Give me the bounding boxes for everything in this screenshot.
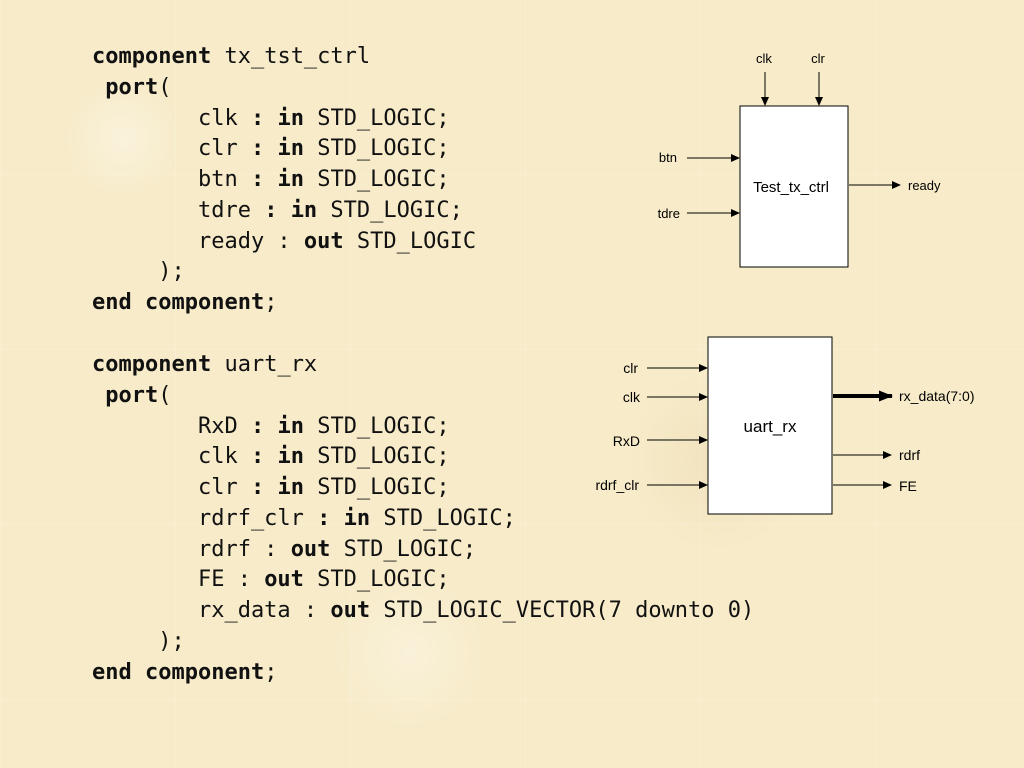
code-keyword: in — [277, 413, 304, 439]
code-line: RxD : in STD_LOGIC; — [92, 412, 754, 443]
code-keyword: out — [290, 536, 331, 562]
code-text: STD_LOGIC_VECTOR(7 downto 0) — [370, 598, 755, 623]
code-keyword: end component — [92, 659, 265, 685]
tx-ctrl-block-label: Test_tx_ctrl — [753, 179, 829, 196]
code-keyword: end component — [92, 290, 265, 315]
rx-data-port-label: rx_data(7:0) — [899, 388, 974, 404]
code-line: end component; — [92, 288, 476, 319]
code-line: component tx_tst_ctrl — [92, 42, 476, 73]
code-text: ; — [264, 290, 278, 315]
code-text: tx_tst_ctrl — [211, 44, 371, 69]
code-text: clr — [92, 136, 251, 162]
code-keyword: : — [250, 413, 265, 439]
code-line: component uart_rx — [92, 350, 754, 381]
code-text: ( — [158, 74, 172, 100]
uart-clr-port-label: clr — [623, 360, 638, 376]
uart-rx-block — [707, 336, 833, 515]
rdrf-port-label: rdrf — [899, 447, 920, 463]
code-keyword: port — [105, 382, 159, 408]
code-keyword: in — [277, 105, 304, 131]
code-keyword: : — [250, 105, 265, 131]
code-keyword: out — [264, 567, 304, 593]
code-line: ); — [92, 627, 754, 658]
uart-rx-diagram: uart_rx clr clk RxD rdrf_clr rx_data(7:0… — [595, 336, 974, 515]
code-line: ); — [92, 257, 476, 288]
code-text: clr — [92, 475, 251, 500]
btn-port-label: btn — [659, 150, 677, 165]
code-keyword: : — [317, 505, 331, 531]
code-text: STD_LOGIC; — [303, 444, 450, 470]
code-text: rdrf_clr — [92, 505, 318, 531]
code-text: FE : — [92, 567, 265, 593]
code-text: STD_LOGIC; — [303, 167, 450, 192]
code-keyword: component — [92, 352, 212, 377]
code-text: ready : — [92, 228, 304, 254]
clk-port-label: clk — [756, 51, 772, 66]
code-line: btn : in STD_LOGIC; — [92, 165, 476, 196]
code-text: tdre — [92, 197, 265, 223]
code-text: STD_LOGIC; — [303, 413, 450, 439]
code-line: tdre : in STD_LOGIC; — [92, 196, 476, 227]
code-keyword: in — [277, 475, 304, 500]
code-text: ( — [158, 382, 172, 408]
code-keyword: : — [264, 197, 278, 223]
code-text: uart_rx — [211, 352, 318, 377]
code-line: rdrf_clr : in STD_LOGIC; — [92, 504, 754, 535]
code-text: rx_data : — [92, 598, 331, 623]
code-text: STD_LOGIC; — [303, 105, 450, 131]
code-text: ; — [264, 659, 278, 685]
ready-port-label: ready — [908, 178, 941, 193]
code-line: rdrf : out STD_LOGIC; — [92, 535, 754, 566]
code-keyword: : — [250, 167, 265, 192]
uart-rx-block-label: uart_rx — [744, 417, 797, 436]
code-text: STD_LOGIC; — [317, 197, 463, 223]
code-text: STD_LOGIC; — [330, 536, 477, 562]
code-text: clk — [92, 105, 251, 131]
code-text: rdrf : — [92, 536, 291, 562]
code-line: clk : in STD_LOGIC; — [92, 104, 476, 135]
code-line: FE : out STD_LOGIC; — [92, 565, 754, 596]
code-text: ); — [92, 259, 185, 285]
code-block-uart-rx: component uart_rx port( RxD : in STD_LOG… — [92, 350, 754, 688]
tx-ctrl-block — [739, 105, 849, 268]
code-keyword: port — [105, 74, 159, 100]
code-text: ); — [92, 628, 185, 654]
code-line: port( — [92, 73, 476, 104]
code-text: STD_LOGIC; — [303, 136, 450, 162]
rdrf-clr-port-label: rdrf_clr — [595, 477, 639, 493]
code-keyword: in — [290, 197, 318, 223]
code-keyword: out — [330, 598, 371, 623]
code-keyword: in — [343, 505, 371, 531]
code-text: STD_LOGIC — [343, 228, 477, 254]
code-keyword: in — [277, 136, 304, 162]
uart-clk-port-label: clk — [623, 389, 641, 405]
code-text: STD_LOGIC; — [303, 567, 450, 593]
tx-ctrl-diagram: Test_tx_ctrl clk clr btn tdre ready — [658, 51, 941, 268]
clr-port-label: clr — [811, 51, 825, 66]
code-keyword: : — [250, 444, 265, 470]
code-keyword: component — [92, 44, 212, 69]
code-keyword: : — [250, 475, 265, 500]
code-line: clr : in STD_LOGIC; — [92, 473, 754, 504]
fe-port-label: FE — [899, 478, 917, 494]
code-block-tx-tst-ctrl: component tx_tst_ctrl port( clk : in STD… — [92, 42, 476, 319]
code-keyword: : — [250, 136, 265, 162]
code-line: clk : in STD_LOGIC; — [92, 442, 754, 473]
code-text: STD_LOGIC; — [303, 475, 450, 500]
code-text: STD_LOGIC; — [370, 505, 516, 531]
code-line: ready : out STD_LOGIC — [92, 227, 476, 258]
tdre-port-label: tdre — [658, 206, 680, 221]
code-text: btn — [92, 167, 251, 192]
code-line: clr : in STD_LOGIC; — [92, 134, 476, 165]
code-keyword: in — [277, 167, 304, 192]
code-line: end component; — [92, 658, 754, 689]
code-line: rx_data : out STD_LOGIC_VECTOR(7 downto … — [92, 596, 754, 627]
code-line: port( — [92, 381, 754, 412]
code-text: clk — [92, 444, 251, 470]
code-keyword: out — [303, 228, 344, 254]
code-text: RxD — [92, 413, 251, 439]
rxd-port-label: RxD — [613, 433, 640, 449]
code-keyword: in — [277, 444, 304, 470]
